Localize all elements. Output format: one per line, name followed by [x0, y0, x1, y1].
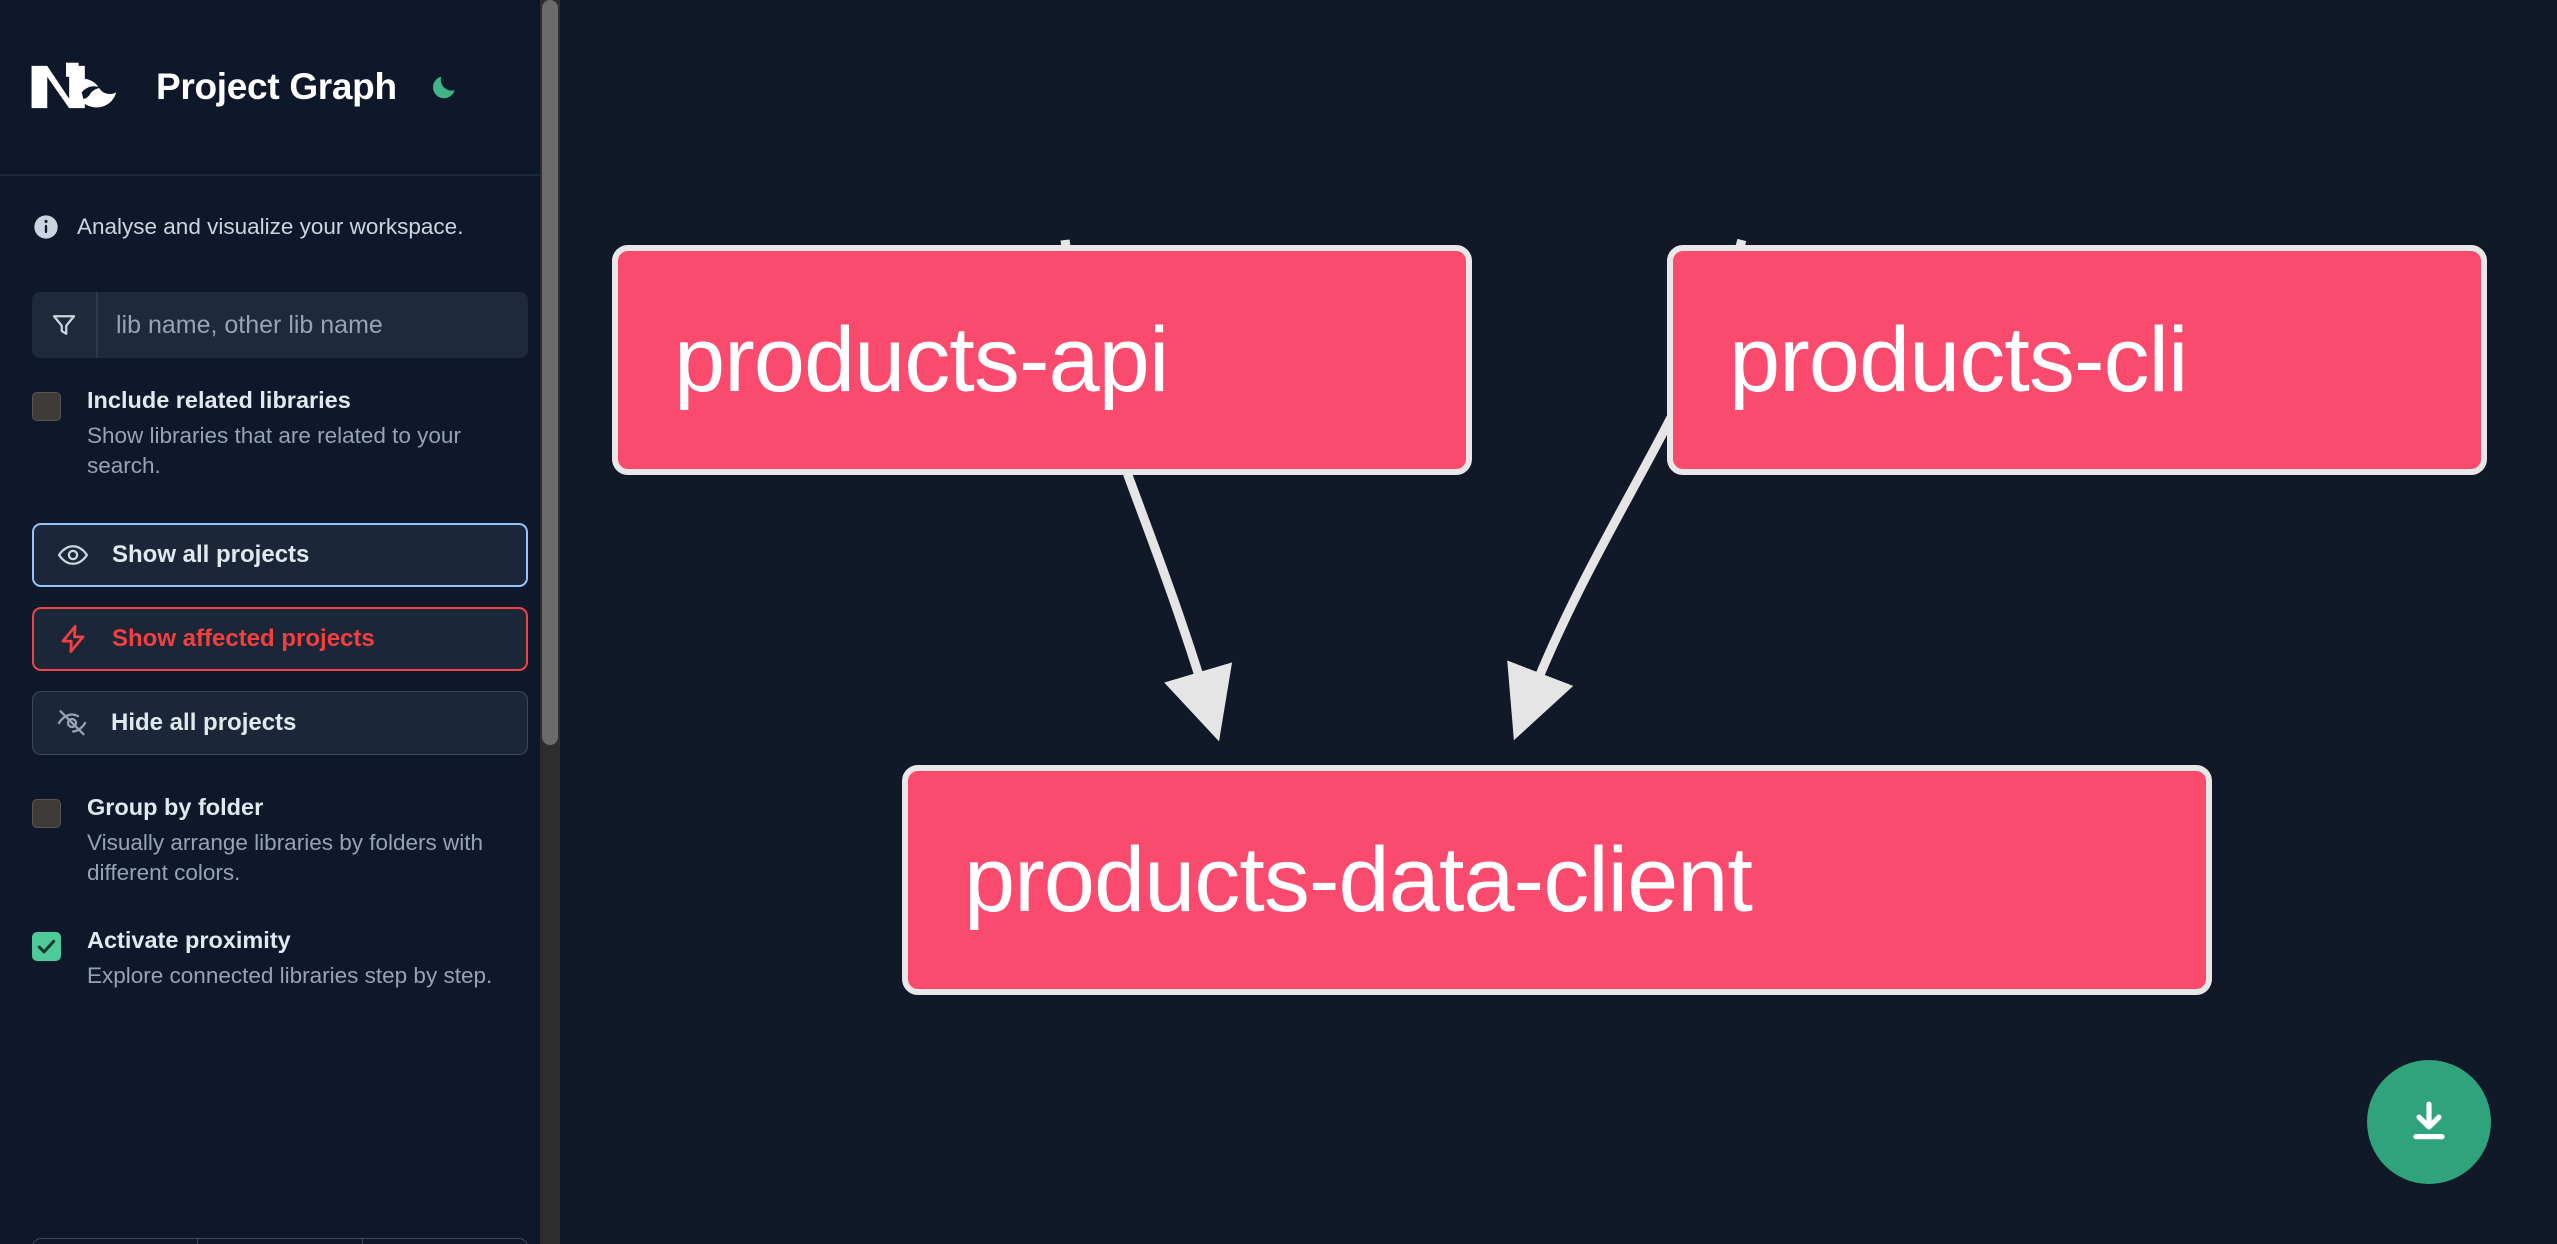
sidebar-header: Project Graph [0, 0, 560, 176]
graph-node-products-cli-label: products-cli [1729, 309, 2188, 411]
group-by-folder-checkbox[interactable] [32, 799, 61, 829]
group-by-folder-description: Visually arrange libraries by folders wi… [87, 829, 484, 886]
graph-node-products-api[interactable]: products-api [612, 245, 1472, 475]
workspace-info: Analyse and visualize your workspace. [32, 208, 528, 246]
nx-logo-icon [30, 57, 124, 117]
show-all-projects-label: Show all projects [112, 541, 310, 569]
sidebar-scrollbar-thumb[interactable] [542, 0, 558, 745]
lightning-bolt-icon [56, 622, 90, 656]
sidebar-body: Analyse and visualize your workspace. In… [0, 208, 560, 1244]
include-related-libraries-checkbox[interactable] [32, 392, 61, 421]
include-related-libraries-label: Include related libraries [87, 387, 351, 413]
segment-2[interactable] [198, 1239, 363, 1244]
proximity-step-segmented-control[interactable] [32, 1238, 528, 1244]
hide-all-projects-label: Hide all projects [111, 709, 297, 737]
visibility-button-group: Show all projects Show affected projects [32, 523, 528, 756]
sidebar: Project Graph Analyse and visualize your… [0, 0, 560, 1244]
include-related-libraries-option[interactable]: Include related libraries Show libraries… [32, 387, 528, 481]
download-icon [2403, 1095, 2455, 1150]
page-title: Project Graph [156, 66, 397, 107]
graph-canvas[interactable]: products-api products-cli products-data-… [560, 0, 2557, 1244]
activate-proximity-option[interactable]: Activate proximity Explore connected lib… [32, 927, 528, 991]
filter-funnel-icon[interactable] [32, 292, 98, 358]
graph-edges [1060, 238, 1747, 742]
sidebar-scrollbar-track[interactable] [540, 0, 560, 1244]
activate-proximity-checkbox[interactable] [32, 932, 61, 962]
include-related-libraries-description: Show libraries that are related to your … [87, 422, 461, 478]
group-by-folder-label: Group by folder [87, 794, 264, 821]
eye-off-icon [55, 706, 89, 740]
workspace-info-text: Analyse and visualize your workspace. [77, 214, 464, 239]
show-affected-projects-label: Show affected projects [112, 625, 375, 653]
graph-node-products-data-client-label: products-data-client [964, 829, 1753, 931]
info-icon [32, 213, 60, 241]
show-all-projects-button[interactable]: Show all projects [32, 523, 528, 588]
eye-icon [56, 538, 90, 572]
show-affected-projects-button[interactable]: Show affected projects [32, 607, 528, 672]
graph-node-products-cli[interactable]: products-cli [1667, 245, 2487, 475]
download-graph-button[interactable] [2367, 1060, 2491, 1184]
hide-all-projects-button[interactable]: Hide all projects [32, 691, 528, 756]
activate-proximity-description: Explore connected libraries step by step… [87, 963, 493, 989]
search-input[interactable] [98, 292, 528, 358]
graph-node-products-data-client[interactable]: products-data-client [902, 765, 2212, 995]
segment-1[interactable] [33, 1239, 198, 1244]
group-by-folder-option[interactable]: Group by folder Visually arrange librari… [32, 794, 528, 888]
activate-proximity-label: Activate proximity [87, 927, 291, 954]
segment-3[interactable] [363, 1239, 527, 1244]
moon-icon[interactable] [425, 68, 463, 106]
graph-node-products-api-label: products-api [674, 309, 1169, 411]
search-bar [32, 292, 528, 358]
